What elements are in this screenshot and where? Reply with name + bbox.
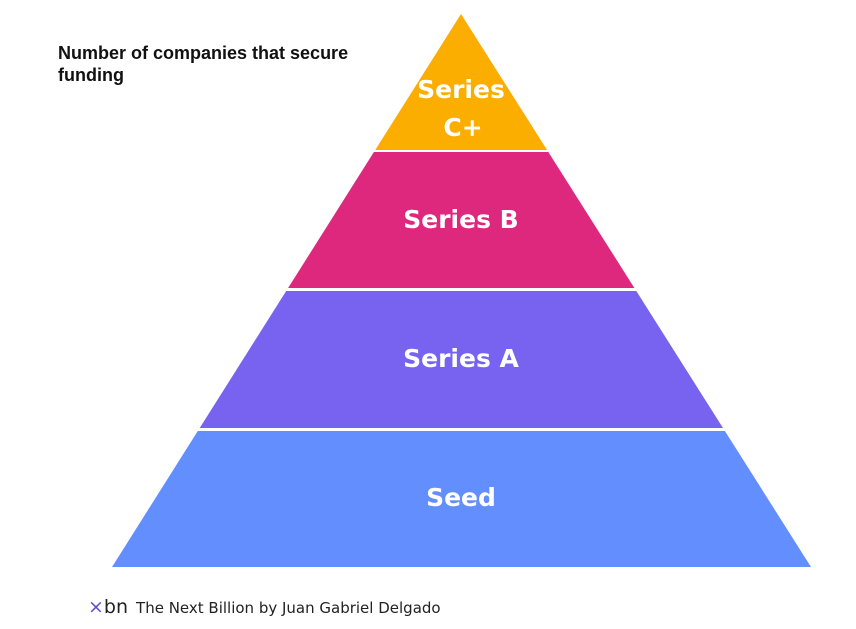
pyramid-level-series-a (199, 291, 723, 428)
level-label-series-b: Series B (403, 205, 518, 234)
level-label-seed: Seed (426, 483, 496, 512)
level-label-series-a: Series A (403, 344, 519, 373)
pyramid-level-series-b (288, 152, 635, 288)
level-label-series-c-plus-line1: Series (417, 75, 505, 104)
footer-credit: ×bn The Next Billion by Juan Gabriel Del… (88, 596, 441, 618)
diagram-title: Number of companies that secure funding (58, 43, 349, 85)
level-label-series-c-plus-line2: C+ (443, 113, 482, 142)
pyramid-level-series-c-plus (375, 14, 548, 150)
pyramid-level-seed (112, 431, 811, 567)
credit-text: The Next Billion by Juan Gabriel Delgado (136, 599, 441, 617)
tnb-logo: ×bn (88, 596, 129, 618)
